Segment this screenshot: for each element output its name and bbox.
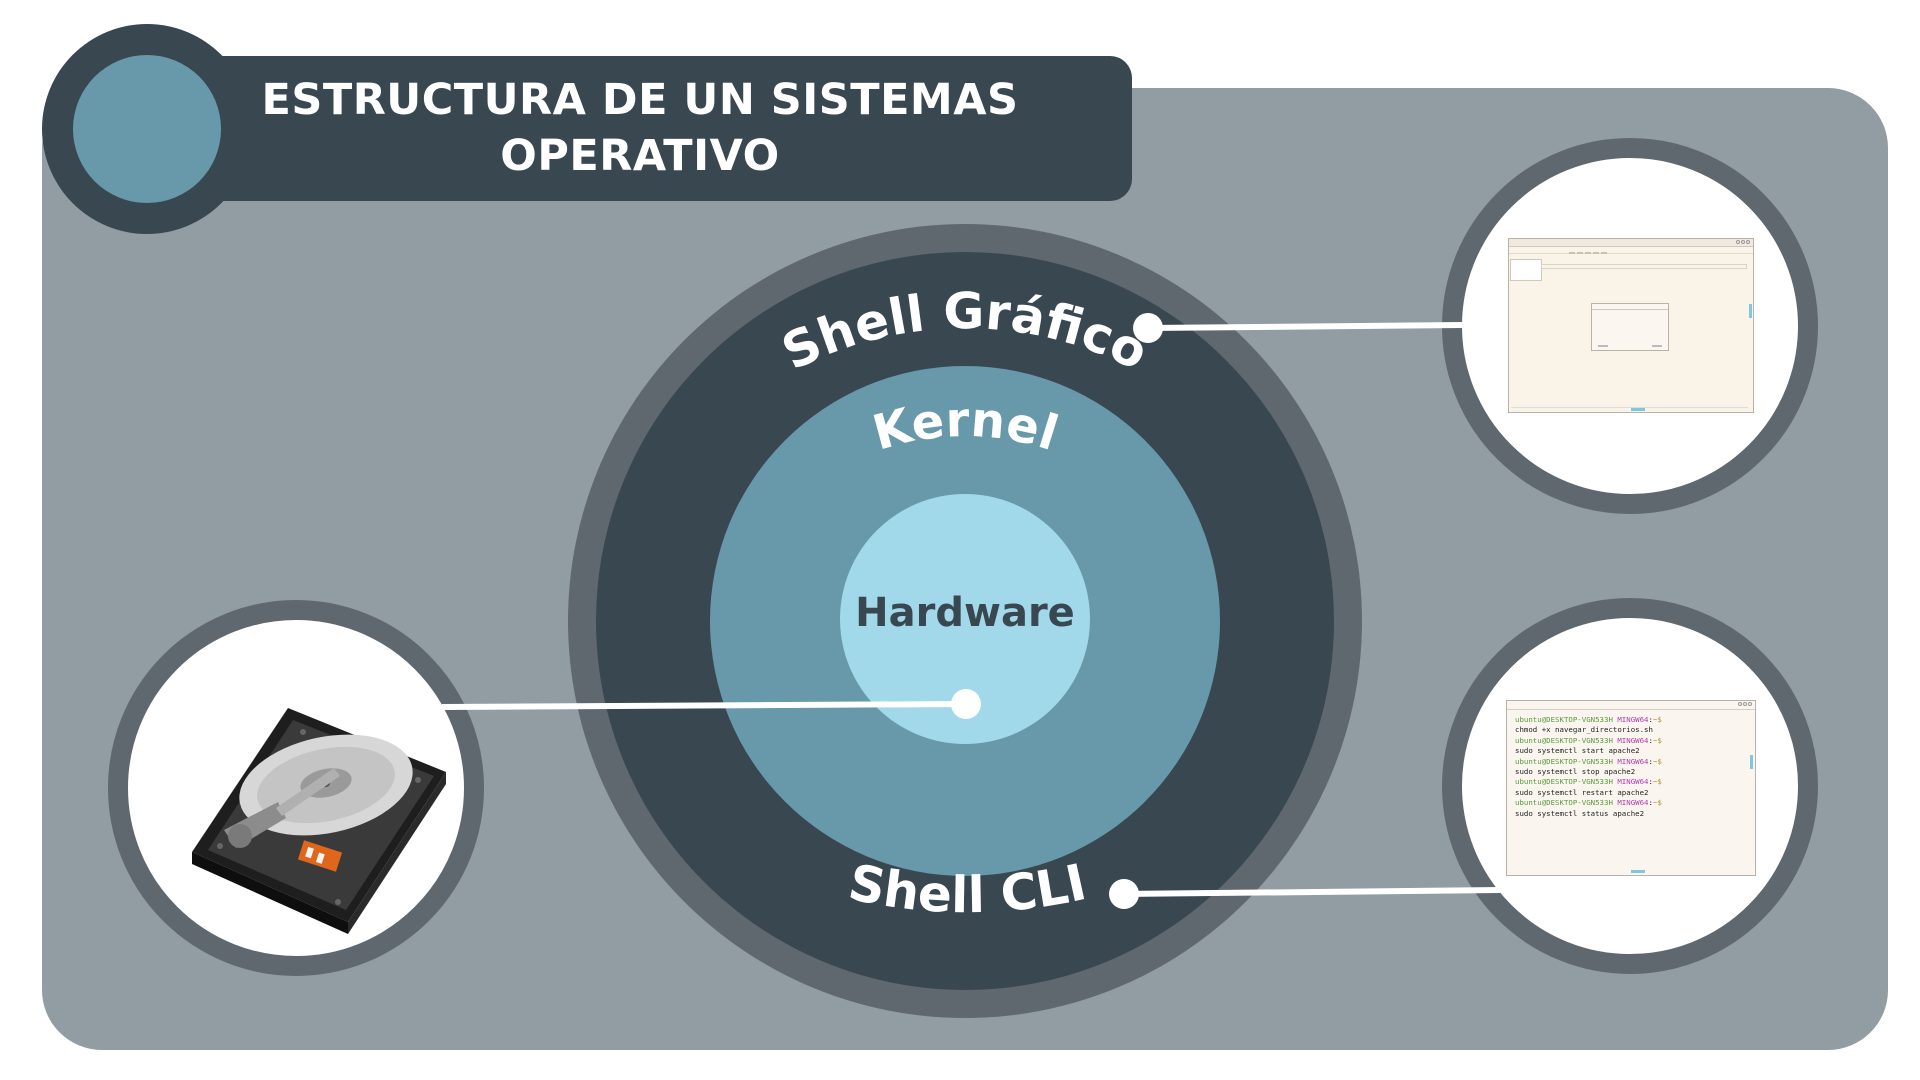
cli-prompt-host: MINGW64 bbox=[1617, 798, 1649, 808]
page-title-line2: OPERATIVO bbox=[500, 131, 780, 181]
cli-prompt-cwd: ~$ bbox=[1652, 756, 1662, 766]
cli-prompt-cwd: ~$ bbox=[1652, 777, 1662, 787]
cli-prompt-cwd: ~$ bbox=[1652, 715, 1662, 724]
gui-tool-button bbox=[1569, 252, 1575, 254]
cli-prompt-host: MINGW64 bbox=[1617, 756, 1649, 766]
cli-prompt-cwd: ~$ bbox=[1652, 798, 1662, 808]
cli-prompt-user: ubuntu@DESKTOP-VGN533H bbox=[1515, 777, 1613, 787]
cli-command: chmod +x navegar_directorios.sh bbox=[1515, 725, 1653, 735]
gui-side-panel bbox=[1510, 259, 1542, 281]
gui-dialog-button bbox=[1598, 345, 1608, 347]
cli-window-titlebar bbox=[1507, 701, 1755, 710]
cli-line: ubuntu@DESKTOP-VGN533H MINGW64:~$ bbox=[1515, 777, 1662, 787]
cli-line: sudo systemctl status apache2 bbox=[1515, 809, 1662, 819]
maximize-icon bbox=[1743, 702, 1747, 706]
title-badge-inner bbox=[73, 55, 221, 203]
gui-hscroll-thumb bbox=[1631, 408, 1645, 411]
cli-hscroll-thumb bbox=[1631, 870, 1645, 873]
cli-prompt-user: ubuntu@DESKTOP-VGN533H bbox=[1515, 715, 1613, 724]
svg-text:Shell CLI: Shell CLI bbox=[844, 853, 1091, 924]
cli-prompt-user: ubuntu@DESKTOP-VGN533H bbox=[1515, 756, 1613, 766]
connector-shell-cli bbox=[1123, 887, 1501, 897]
cli-prompt-host: MINGW64 bbox=[1617, 715, 1649, 724]
cli-scroll-thumb bbox=[1750, 755, 1753, 769]
hardware-label: Hardware bbox=[855, 590, 1075, 636]
shell-grafico-label: Shell Gráfico bbox=[773, 282, 1156, 381]
hard-disk-drive-icon bbox=[192, 708, 446, 934]
kernel-label: Kernel bbox=[867, 392, 1064, 462]
cli-line: chmod +x navegar_directorios.sh bbox=[1515, 725, 1662, 735]
cli-prompt-user: ubuntu@DESKTOP-VGN533H bbox=[1515, 735, 1613, 745]
cli-terminal-thumbnail: ubuntu@DESKTOP-VGN533H MINGW64:~$chmod +… bbox=[1506, 700, 1756, 876]
page-title: ESTRUCTURA DE UN SISTEMAS OPERATIVO bbox=[240, 72, 1040, 184]
shell-cli-label: Shell CLI bbox=[844, 853, 1091, 924]
cli-terminal-body: ubuntu@DESKTOP-VGN533H MINGW64:~$chmod +… bbox=[1515, 715, 1662, 819]
maximize-icon bbox=[1741, 240, 1745, 244]
cli-line: sudo systemctl start apache2 bbox=[1515, 746, 1662, 756]
cli-line: ubuntu@DESKTOP-VGN533H MINGW64:~$ bbox=[1515, 798, 1662, 808]
connector-shell-grafico bbox=[1147, 322, 1463, 331]
cli-command: sudo systemctl status apache2 bbox=[1515, 808, 1645, 818]
gui-menu-bar bbox=[1509, 247, 1753, 254]
cli-prompt-cwd: ~$ bbox=[1652, 735, 1662, 745]
window-controls bbox=[1736, 240, 1750, 244]
gui-toolbar bbox=[1569, 252, 1607, 254]
cli-line: ubuntu@DESKTOP-VGN533H MINGW64:~$ bbox=[1515, 756, 1662, 766]
cli-command: sudo systemctl start apache2 bbox=[1515, 746, 1640, 756]
cli-prompt-host: MINGW64 bbox=[1617, 735, 1649, 745]
page-title-line1: ESTRUCTURA DE UN SISTEMAS bbox=[261, 75, 1019, 125]
gui-tool-button bbox=[1577, 252, 1583, 254]
window-controls bbox=[1738, 702, 1752, 706]
gui-tool-button bbox=[1585, 252, 1591, 254]
cli-line: ubuntu@DESKTOP-VGN533H MINGW64:~$ bbox=[1515, 735, 1662, 745]
title-banner bbox=[110, 56, 1132, 201]
gui-dialog bbox=[1591, 303, 1669, 351]
gui-ruler bbox=[1541, 264, 1747, 269]
cli-prompt-user: ubuntu@DESKTOP-VGN533H bbox=[1515, 798, 1613, 808]
cli-line: ubuntu@DESKTOP-VGN533H MINGW64:~$ bbox=[1515, 715, 1662, 724]
gui-dialog-buttons bbox=[1598, 345, 1662, 347]
minimize-icon bbox=[1738, 702, 1742, 706]
gui-window-titlebar bbox=[1509, 239, 1753, 247]
cli-prompt-host: MINGW64 bbox=[1617, 777, 1649, 787]
svg-text:Shell Gráfico: Shell Gráfico bbox=[773, 282, 1156, 381]
close-icon bbox=[1746, 240, 1750, 244]
svg-text:Kernel: Kernel bbox=[867, 392, 1064, 462]
connector-hardware bbox=[441, 701, 967, 710]
close-icon bbox=[1748, 702, 1752, 706]
minimize-icon bbox=[1736, 240, 1740, 244]
gui-horizontal-scrollbar bbox=[1511, 407, 1748, 411]
gui-scroll-thumb bbox=[1749, 304, 1752, 318]
cli-line: sudo systemctl stop apache2 bbox=[1515, 767, 1662, 777]
cli-command: sudo systemctl stop apache2 bbox=[1515, 767, 1636, 777]
gui-tool-button bbox=[1601, 252, 1607, 254]
gui-tool-button bbox=[1593, 252, 1599, 254]
gui-window-thumbnail bbox=[1508, 238, 1754, 413]
cli-line: sudo systemctl restart apache2 bbox=[1515, 788, 1662, 798]
cli-command: sudo systemctl restart apache2 bbox=[1515, 787, 1649, 797]
connector-dot-shell-grafico bbox=[1133, 313, 1163, 343]
connector-dot-shell-cli bbox=[1109, 879, 1139, 909]
gui-vertical-scrollbar bbox=[1749, 259, 1752, 407]
connector-dot-hardware bbox=[951, 689, 981, 719]
gui-dialog-title bbox=[1592, 304, 1668, 310]
title-badge bbox=[42, 24, 252, 234]
gui-dialog-button bbox=[1652, 345, 1662, 347]
